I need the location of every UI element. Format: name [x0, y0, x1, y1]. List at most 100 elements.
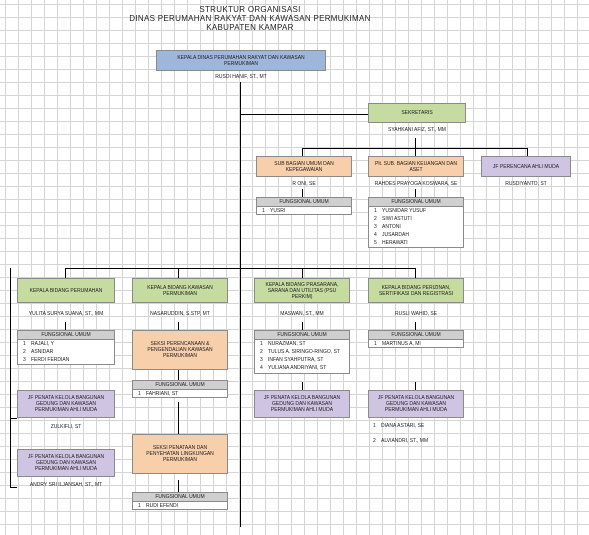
- connector-line: [240, 114, 416, 115]
- jf-perumahan-2-box: JF PENATA KELOLA BANGUNAN GEDUNG DAN KAW…: [17, 449, 115, 477]
- jf-perumahan-1-name: ZULKIFLI, ST: [50, 424, 82, 430]
- jf-perencana-title: JF PERENCANA AHLI MUDA: [492, 163, 560, 170]
- bidang-perizinan-name: RUSLI WAHID, SE: [394, 311, 438, 317]
- sub-keuangan-box: Plt. SUB. BAGIAN KEUANGAN DAN ASET: [368, 156, 464, 177]
- kepala-dinas-title: KEPALA DINAS PERUMAHAN RAKYAT DAN KAWASA…: [177, 54, 305, 67]
- connector-line: [240, 82, 241, 527]
- bidang-prasarana-name: MASWAN, ST., MM: [280, 311, 324, 317]
- sekretaris-name: SYAHKANI AFIZ, ST., MM: [388, 127, 446, 133]
- jf-perencana-box: JF PERENCANA AHLI MUDA: [481, 156, 571, 177]
- bidang-perumahan-box: KEPALA BIDANG PERUMAHAN: [17, 278, 115, 303]
- panel-header: FUNGSIONAL UMUM: [257, 198, 351, 207]
- connector-line: [178, 480, 179, 492]
- connector-line: [415, 138, 416, 148]
- bidang-perumahan-title: KEPALA BIDANG PERUMAHAN: [29, 287, 103, 294]
- connector-line: [10, 418, 17, 419]
- bidang-prasarana-box: KEPALA BIDANG PRASARANA, SARANA DAN UTIL…: [254, 278, 350, 303]
- bidang-perizinan-box: KEPALA BIDANG PERIZINAN, SERTIFIKASI DAN…: [368, 278, 464, 303]
- sub-umum-title: SUB BAGIAN UMUM DAN KEPEGAWAIAN: [274, 160, 334, 173]
- connector-line: [415, 322, 416, 330]
- connector-line: [178, 268, 179, 278]
- connector-line: [415, 268, 416, 278]
- sekretaris-title: SEKRETARIS: [401, 110, 433, 116]
- seksi-penataan-box: SEKSI PENATAAN DAN PENYEHATAN LINGKUNGAN…: [132, 434, 228, 474]
- sub-keuangan-title: Plt. SUB. BAGIAN KEUANGAN DAN ASET: [375, 160, 457, 173]
- seksi-perencanaan-box: SEKSI PERENCANAAN & PENGENDALIAN KAWASAN…: [132, 330, 228, 370]
- seksi-perencanaan-title: SEKSI PERENCANAAN & PENGENDALIAN KAWASAN…: [147, 341, 213, 359]
- panel-header: FUNGSIONAL UMUM: [133, 381, 227, 390]
- jf-prasarana-box: JF PENATA KELOLA BANGUNAN GEDUNG DAN KAW…: [254, 390, 350, 418]
- panel-header: FUNGSIONAL UMUM: [255, 331, 349, 340]
- jf-perumahan-1-title: JF PENATA KELOLA BANGUNAN GEDUNG DAN KAW…: [27, 395, 105, 413]
- sub-umum-name: R ONI, SE: [292, 181, 316, 187]
- kepala-dinas-box: KEPALA DINAS PERUMAHAN RAKYAT DAN KAWASA…: [156, 50, 326, 71]
- jf-perumahan-2-title: JF PENATA KELOLA BANGUNAN GEDUNG DAN KAW…: [27, 454, 105, 472]
- connector-line: [10, 487, 17, 488]
- kepala-dinas-name: RUSDI HANIF, ST., MT: [215, 74, 267, 80]
- jf-perumahan-1-box: JF PENATA KELOLA BANGUNAN GEDUNG DAN KAW…: [17, 390, 115, 418]
- connector-line: [415, 382, 416, 390]
- bidang-kawasan-title: KEPALA BIDANG KAWASAN PERMUKIMAN: [147, 284, 213, 297]
- connector-line: [65, 322, 66, 330]
- connector-line: [302, 322, 303, 330]
- connector-line: [178, 370, 179, 380]
- bidang-kawasan-name: NASARUDDIN, S.STP, MT: [150, 311, 210, 317]
- connector-line: [178, 402, 179, 434]
- connector-line: [10, 268, 11, 488]
- jf-perumahan-2-name: ANDRY SRI ILJANSAH, ST., MT: [29, 482, 103, 488]
- bidang-prasarana-title: KEPALA BIDANG PRASARANA, SARANA DAN UTIL…: [265, 281, 339, 300]
- chart-title-line2: DINAS PERUMAHAN RAKYAT DAN KAWASAN PERMU…: [129, 14, 371, 23]
- connector-line: [302, 189, 303, 197]
- panel-header: FUNGSIONAL UMUM: [133, 493, 227, 502]
- connector-line: [302, 148, 303, 156]
- connector-line: [302, 382, 303, 390]
- connector-line: [415, 148, 416, 156]
- connector-line: [302, 268, 303, 278]
- panel-header: FUNGSIONAL UMUM: [18, 331, 114, 340]
- connector-line: [527, 148, 528, 156]
- seksi-penataan-title: SEKSI PENATAAN DAN PENYEHATAN LINGKUNGAN…: [146, 445, 214, 463]
- connector-line: [178, 322, 179, 330]
- jf-perizinan-box: JF PENATA KELOLA BANGUNAN GEDUNG DAN KAW…: [368, 390, 464, 418]
- panel-header: FUNGSIONAL UMUM: [369, 331, 463, 340]
- bidang-perizinan-title: KEPALA BIDANG PERIZINAN, SERTIFIKASI DAN…: [378, 284, 454, 297]
- jf-prasarana-title: JF PENATA KELOLA BANGUNAN GEDUNG DAN KAW…: [263, 395, 341, 413]
- sekretaris-box: SEKRETARIS: [368, 103, 466, 123]
- bidang-kawasan-box: KEPALA BIDANG KAWASAN PERMUKIMAN: [132, 278, 228, 303]
- bidang-perumahan-name: YULITA SURYA SUANA, ST., MM: [28, 311, 104, 317]
- connector-line: [65, 268, 416, 269]
- jf-perencana-name: RUSDIYANTO, ST: [505, 181, 547, 187]
- jf-perizinan-title: JF PENATA KELOLA BANGUNAN GEDUNG DAN KAW…: [377, 395, 455, 413]
- panel-header: FUNGSIONAL UMUM: [369, 198, 463, 207]
- chart-title-line3: KABUPATEN KAMPAR: [206, 23, 294, 32]
- connector-line: [415, 189, 416, 197]
- chart-title-line1: STRUKTUR ORGANISASI: [199, 5, 301, 14]
- connector-line: [65, 268, 66, 278]
- sub-keuangan-name: RAHDES PRAYOGA KOSWARA, SE: [374, 181, 458, 187]
- sub-umum-box: SUB BAGIAN UMUM DAN KEPEGAWAIAN: [256, 156, 352, 177]
